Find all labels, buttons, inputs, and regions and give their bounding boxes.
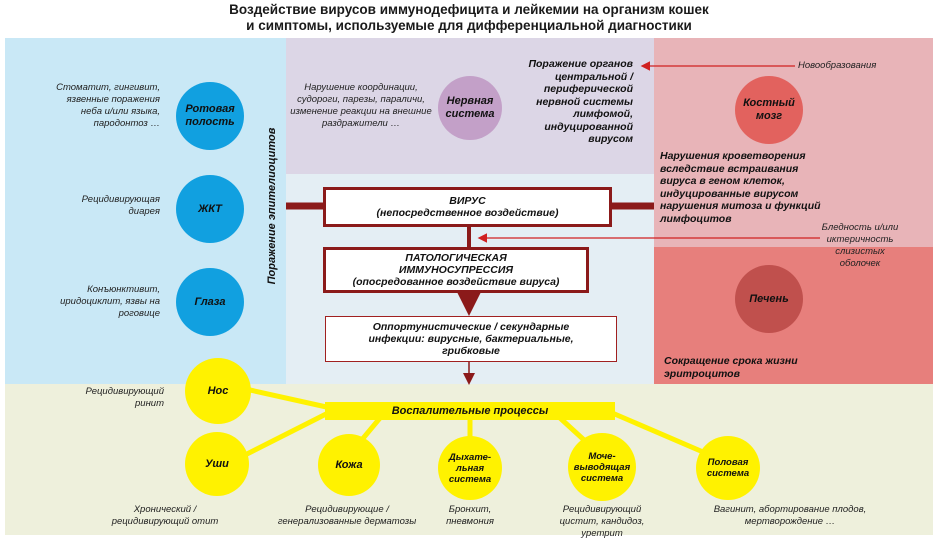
virus-subtitle: (непосредственное воздействие) bbox=[376, 207, 559, 219]
bone-marrow-circle: Костный мозг bbox=[735, 76, 803, 144]
reproductive-label-2: система bbox=[706, 468, 750, 479]
bone-marrow-label: Костный мозг bbox=[743, 97, 795, 122]
ears-label: Уши bbox=[205, 457, 229, 470]
nervous-system-label: Нервная система bbox=[445, 95, 495, 120]
oral-note: Стоматит, гингивит, язвенные поражения н… bbox=[56, 82, 160, 129]
respiratory-note: Бронхит, пневмония bbox=[446, 504, 494, 527]
inflammation-bar bbox=[325, 402, 615, 420]
cns-lymphoma-text: Поражение органов центральной / перифери… bbox=[528, 58, 633, 145]
skin-note: Рецидивирующие / генерализованные дермат… bbox=[277, 504, 417, 527]
eyes-label: Глаза bbox=[194, 295, 226, 308]
nose-note: Рецидивирующий ринит bbox=[85, 386, 164, 409]
respiratory-circle: Дыхате- льная система bbox=[438, 436, 502, 500]
reproductive-note: Вагинит, абортирование плодов, мертворож… bbox=[713, 504, 867, 527]
hematopoiesis-text: Нарушения кроветворения вследствие встра… bbox=[660, 150, 821, 225]
opportun-line-2: инфекции: вирусные, бактериальные, bbox=[368, 333, 574, 345]
bone-marrow-panel bbox=[654, 38, 933, 247]
nose-label: Нос bbox=[207, 384, 229, 397]
ears-circle: Уши bbox=[185, 432, 249, 496]
liver-circle: Печень bbox=[735, 265, 803, 333]
eyes-circle: Глаза bbox=[176, 268, 244, 336]
oral-cavity-label: Ротовая полость bbox=[185, 103, 235, 128]
diagram-title: Воздействие вирусов иммунодефицита и лей… bbox=[0, 2, 938, 34]
nose-circle: Нос bbox=[185, 358, 251, 424]
urinary-label-2: выводящая bbox=[573, 461, 631, 473]
liver-label: Печень bbox=[749, 292, 789, 305]
reproductive-circle: Половая система bbox=[696, 436, 760, 500]
git-label: ЖКТ bbox=[198, 202, 222, 215]
erythrocyte-text: Сокращение срока жизни эритроцитов bbox=[664, 355, 798, 380]
immunosuppression-box: ПАТОЛОГИЧЕСКАЯ ИММУНОСУПРЕССИЯ (опосредо… bbox=[323, 247, 589, 293]
immuno-line-2: ИММУНОСУПРЕССИЯ bbox=[398, 264, 514, 276]
eyes-note: Конъюнктивит, иридоциклит, язвы на рогов… bbox=[60, 284, 160, 319]
immuno-line-1: ПАТОЛОГИЧЕСКАЯ bbox=[405, 252, 507, 264]
virus-title: ВИРУС bbox=[449, 195, 486, 207]
ears-note: Хронический / рецидивирующий отит bbox=[111, 504, 219, 527]
immuno-line-3: (опосредованное воздействие вируса) bbox=[352, 276, 560, 288]
title-line-2: и симптомы, используемые для дифференциа… bbox=[246, 18, 692, 33]
reproductive-label-1: Половая bbox=[707, 457, 749, 468]
respiratory-label-2: льная bbox=[455, 462, 485, 474]
nervous-system-circle: Нервная система bbox=[438, 76, 502, 140]
git-circle: ЖКТ bbox=[176, 175, 244, 243]
git-note: Рецидивирующая диарея bbox=[81, 194, 160, 217]
opportunistic-box: Оппортунистические / секундарные инфекци… bbox=[325, 316, 617, 362]
skin-label: Кожа bbox=[335, 458, 363, 471]
oral-cavity-circle: Ротовая полость bbox=[176, 82, 244, 150]
virus-box: ВИРУС (непосредственное воздействие) bbox=[323, 187, 612, 227]
respiratory-label-1: Дыхате- bbox=[448, 451, 492, 463]
respiratory-label-3: система bbox=[448, 473, 492, 485]
nervous-note: Нарушение координации, судороги, парезы,… bbox=[290, 82, 432, 129]
opportun-line-3: грибковые bbox=[442, 345, 500, 357]
opportun-line-1: Оппортунистические / секундарные bbox=[372, 321, 570, 333]
epithelial-vertical-label: Поражение эпителиоцитов bbox=[266, 127, 278, 285]
title-line-1: Воздействие вирусов иммунодефицита и лей… bbox=[229, 2, 709, 17]
urinary-circle: Моче- выводящая система bbox=[568, 433, 636, 501]
neoplasm-label: Новообразования bbox=[798, 60, 877, 71]
urinary-label-3: система bbox=[580, 472, 624, 484]
urinary-note: Рецидивирующий цистит, кандидоз, уретрит bbox=[559, 504, 645, 539]
inflammation-label: Воспалительные процессы bbox=[391, 405, 549, 417]
pallor-note: Бледность и/или иктеричность слизистых о… bbox=[821, 222, 899, 269]
urinary-label-1: Моче- bbox=[588, 450, 616, 462]
skin-circle: Кожа bbox=[318, 434, 380, 496]
